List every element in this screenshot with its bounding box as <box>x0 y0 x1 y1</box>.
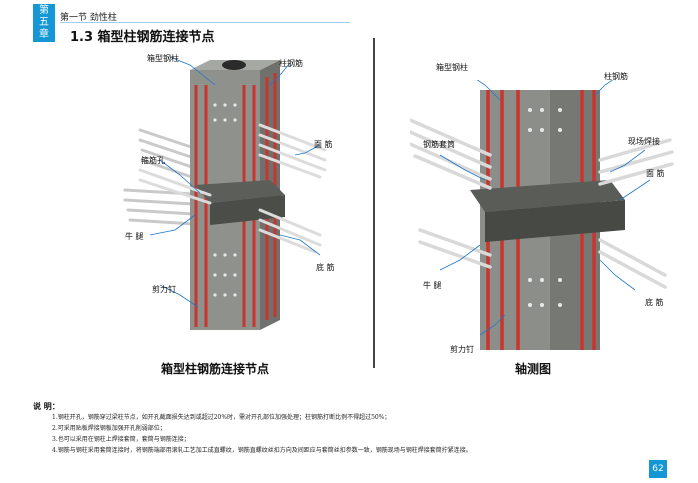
note-item: 2.可采用贴板焊接钢板加强开孔削弱部位； <box>52 425 166 432</box>
figure-divider <box>373 38 375 368</box>
chapter-tab-char-3: 章 <box>39 29 49 40</box>
caption-right: 轴测图 <box>515 362 552 376</box>
notes-heading: 说 明： <box>33 402 60 411</box>
page-number: 62 <box>649 460 667 478</box>
chapter-tab-char-2: 五 <box>39 17 49 28</box>
callout-bottom-rebar-left: 底 筋 <box>316 263 335 272</box>
note-item: 3.也可以采用在钢柱上焊接套筒，套筒与钢筋连接； <box>52 436 190 443</box>
callout-top-rebar-right: 面 筋 <box>646 169 665 178</box>
callout-site-weld-right: 现场焊接 <box>628 137 660 146</box>
chapter-tab-char-1: 第 <box>39 5 49 16</box>
note-item: 4.钢筋与钢柱采用套筒连接时，将钢筋端部用滚轧工艺加工成直螺纹，钢筋直螺纹丝扣方… <box>52 447 472 454</box>
callout-box-column-right: 箱型钢柱 <box>436 63 468 72</box>
callout-shear-stud-right: 剪力钉 <box>450 345 474 354</box>
axonometric-illustration <box>410 80 674 350</box>
callout-column-rebar-left: 柱钢筋 <box>279 59 303 68</box>
note-item: 1.钢柱开孔，钢筋穿过梁柱节点，如开孔截面损失达到或超过20%时，需对开孔部位加… <box>52 414 391 421</box>
callout-box-column-left: 箱型钢柱 <box>147 54 179 63</box>
callout-rebar-coupler-right: 钢筋套筒 <box>423 140 455 149</box>
callout-shear-stud-left: 剪力钉 <box>152 285 176 294</box>
notes-list: 1.钢柱开孔，钢筋穿过梁柱节点，如开孔截面损失达到或超过20%时，需对开孔部位加… <box>52 412 472 456</box>
section-rule <box>60 22 350 23</box>
box-column-node-illustration <box>123 56 327 330</box>
callout-corbel-right: 牛 腿 <box>423 281 442 290</box>
section-label: 第一节 劲性柱 <box>60 13 117 23</box>
caption-left: 箱型柱钢筋连接节点 <box>161 362 270 376</box>
callout-column-rebar-right: 柱钢筋 <box>604 72 628 81</box>
callout-stirrup-hole-left: 箍筋孔 <box>141 156 165 165</box>
chapter-tab: 第 五 章 <box>33 4 55 42</box>
page-title: 1.3 箱型柱钢筋连接节点 <box>70 30 215 45</box>
callout-corbel-left: 牛 腿 <box>125 232 144 241</box>
callout-bottom-rebar-right: 底 筋 <box>645 298 664 307</box>
callout-top-rebar-left: 面 筋 <box>314 140 333 149</box>
